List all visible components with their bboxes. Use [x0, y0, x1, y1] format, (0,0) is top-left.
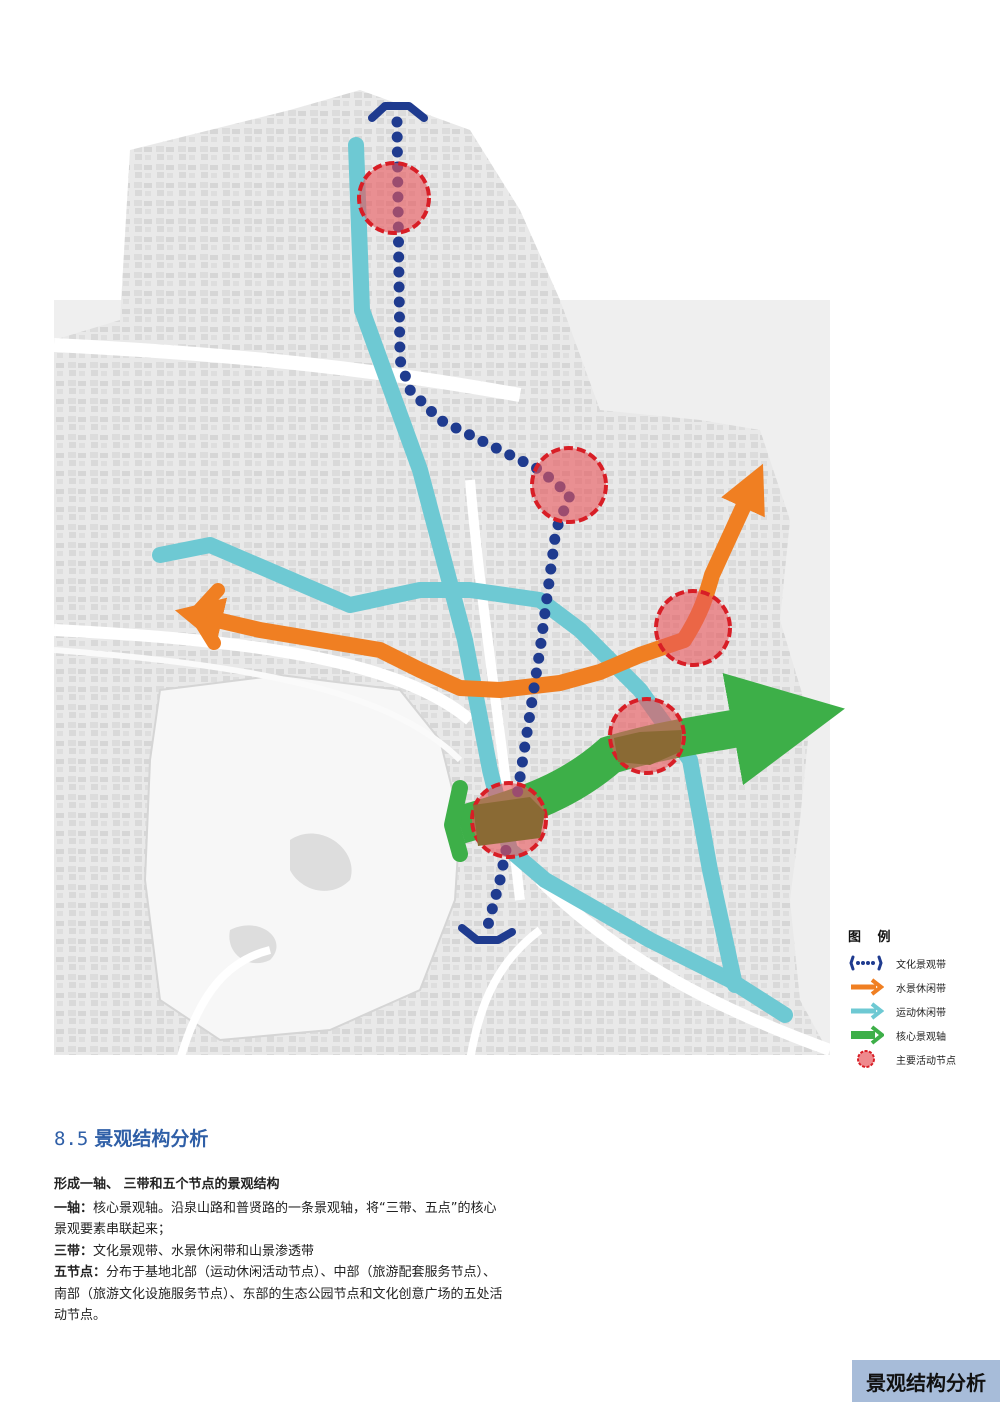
three-belts-body: 文化景观带、水景休闲带和山景渗透带 [93, 1243, 315, 1259]
water-belt-symbol [851, 978, 884, 996]
legend-label-core: 核心景观轴 [896, 1031, 946, 1043]
section-number: 8.5 [54, 1128, 89, 1150]
culture-belt-symbol [849, 955, 883, 971]
legend-item-core: 核心景观轴 [848, 1023, 988, 1047]
paragraph-three-belts: 三带：文化景观带、水景休闲带和山景渗透带 [54, 1241, 504, 1263]
paragraph-five-nodes: 五节点：分布于基地北部（运动休闲活动节点）、中部（旅游配套服务节点）、南部（旅游… [54, 1262, 504, 1327]
legend-item-sport: 运动休闲带 [848, 999, 988, 1023]
core-axis-symbol [851, 1025, 884, 1045]
legend-item-water: 水景休闲带 [848, 975, 988, 999]
map-legend: 图 例 文化景观带 水景休闲带 运动休闲带 核心景观轴 [848, 926, 988, 1071]
overlap-zones [473, 730, 682, 846]
activity-node-east [654, 589, 732, 667]
one-axis-label: 一轴： [54, 1200, 94, 1216]
five-nodes-body: 分布于基地北部（运动休闲活动节点）、中部（旅游配套服务节点）、南部（旅游文化设施… [54, 1265, 503, 1323]
legend-item-node: 主要活动节点 [848, 1047, 988, 1071]
legend-item-culture: 文化景观带 [848, 951, 988, 975]
activity-node-north [357, 161, 431, 235]
section-heading: 景观结构分析 [94, 1128, 209, 1150]
landscape-structure-map [53, 90, 845, 1055]
one-axis-body: 核心景观轴。沿泉山路和普贤路的一条景观轴，将“三带、五点”的核心景观要素串联起来… [54, 1200, 497, 1238]
sport-belt-symbol [851, 1002, 884, 1020]
activity-node-symbol [857, 1050, 875, 1068]
legend-label-sport: 运动休闲带 [896, 1007, 946, 1019]
three-belts-label: 三带： [54, 1243, 94, 1259]
legend-title: 图 例 [848, 930, 897, 945]
page-section-tab: 景观结构分析 [852, 1360, 1000, 1402]
activity-node-center [530, 446, 608, 524]
paragraph-one-axis: 一轴：核心景观轴。沿泉山路和普贤路的一条景观轴，将“三带、五点”的核心景观要素串… [54, 1198, 504, 1241]
description-text: 形成一轴、 三带和五个节点的景观结构 一轴：核心景观轴。沿泉山路和普贤路的一条景… [54, 1174, 504, 1327]
legend-label-water: 水景休闲带 [896, 983, 946, 995]
legend-label-node: 主要活动节点 [896, 1055, 956, 1067]
legend-label-culture: 文化景观带 [896, 959, 946, 971]
five-nodes-label: 五节点： [54, 1265, 107, 1280]
lead-sentence: 形成一轴、 三带和五个节点的景观结构 [54, 1177, 280, 1192]
